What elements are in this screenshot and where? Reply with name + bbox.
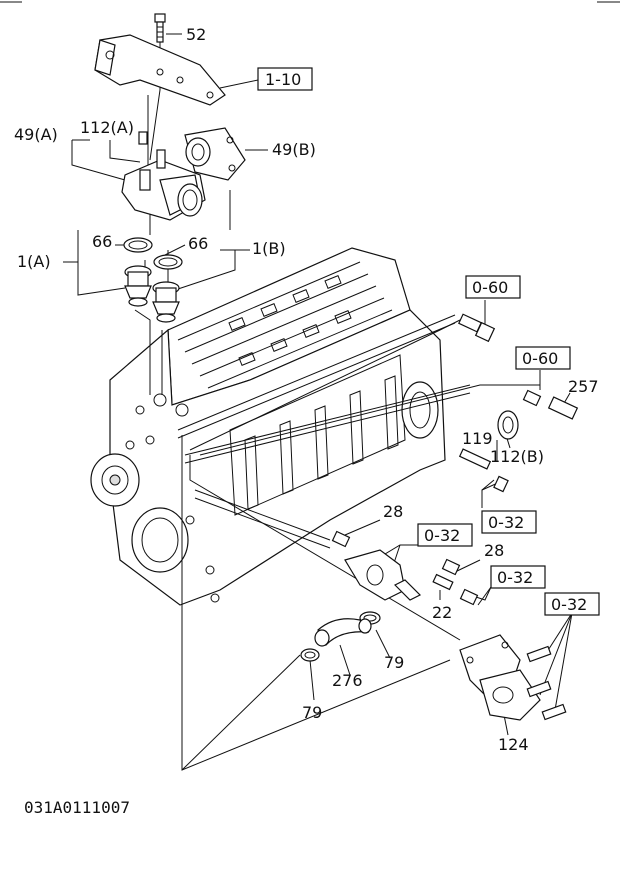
clamp-79b [300, 648, 320, 662]
label-1-10: 1-10 [265, 70, 301, 89]
label-112b: 112(B) [490, 447, 544, 466]
label-276: 276 [332, 671, 363, 690]
label-49a: 49(A) [14, 125, 58, 144]
callout-box-0-60a [465, 275, 521, 299]
bolt-52 [154, 13, 166, 43]
bolt-112a [138, 131, 148, 145]
label-0-32d: 0-32 [551, 595, 587, 614]
sensor-257 [522, 389, 579, 420]
bracket [94, 34, 226, 106]
label-79b: 79 [302, 703, 322, 722]
callout-box-0-32c [490, 565, 546, 589]
label-28b: 28 [484, 541, 504, 560]
water-pipe-fitting [344, 549, 422, 601]
label-79a: 79 [384, 653, 404, 672]
callout-box-0-32b [417, 523, 473, 547]
label-112a: 112(A) [80, 118, 134, 137]
label-0-60a: 0-60 [472, 278, 508, 297]
fitting-28a [331, 530, 351, 548]
leader-lines [63, 20, 573, 771]
diagram-id: 031A0111007 [24, 798, 130, 817]
callout-box-0-32a [481, 510, 537, 534]
gasket-66b [153, 254, 183, 270]
label-28a: 28 [383, 502, 403, 521]
label-52: 52 [186, 25, 206, 44]
callout-box-0-32d [544, 592, 600, 616]
callout-box-1-10 [257, 67, 313, 91]
water-inlet-124 [459, 634, 567, 721]
label-1a: 1(A) [17, 252, 51, 271]
label-49b: 49(B) [272, 140, 316, 159]
label-1b: 1(B) [252, 239, 286, 258]
label-66a: 66 [92, 232, 112, 251]
label-0-60b: 0-60 [522, 349, 558, 368]
label-0-32b: 0-32 [424, 526, 460, 545]
thermostat-1b [152, 281, 180, 323]
thermostat-1a [124, 265, 152, 307]
label-22: 22 [432, 603, 452, 622]
sensor-upper [458, 313, 496, 343]
hose-276 [314, 618, 372, 647]
engine-block [90, 247, 471, 606]
label-0-32a: 0-32 [488, 513, 524, 532]
callout-box-0-60b [515, 346, 571, 370]
thermostat-housing-49a [121, 149, 206, 221]
plug-112b [497, 410, 519, 440]
label-0-32c: 0-32 [497, 568, 533, 587]
bolt-22 [432, 573, 479, 606]
stud-119 [458, 448, 509, 493]
gasket-66a [123, 237, 153, 253]
outlet-49b [184, 127, 246, 181]
label-257: 257 [568, 377, 599, 396]
label-119: 119 [462, 429, 493, 448]
fitting-28b [441, 558, 461, 576]
label-124: 124 [498, 735, 529, 754]
label-66b: 66 [188, 234, 208, 253]
